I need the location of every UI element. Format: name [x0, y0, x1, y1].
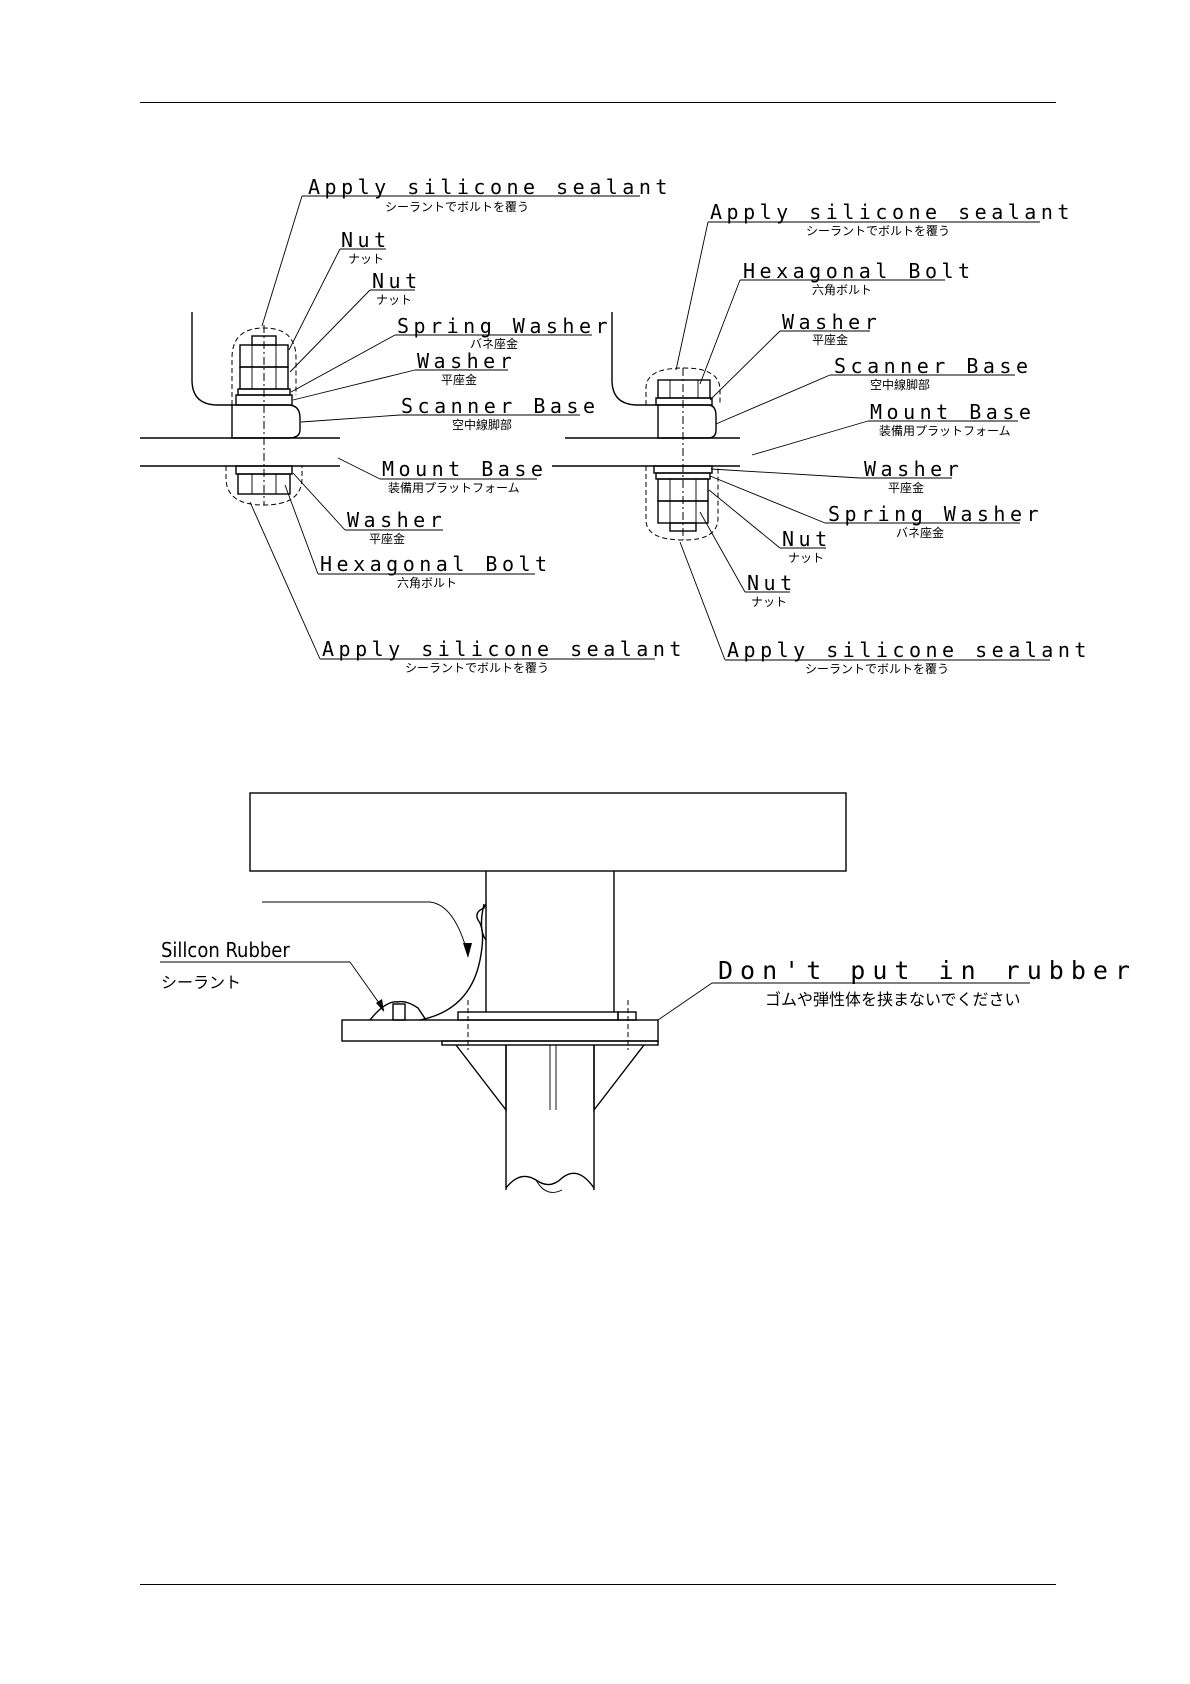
- left-hex-bolt-jp: 六角ボルト: [397, 576, 457, 590]
- silicon-rubber-label: Sillcon Rubber: [161, 938, 290, 962]
- right-mount-base-jp: 装備用プラットフォーム: [879, 423, 1011, 438]
- header-rule: [140, 102, 1056, 103]
- right-spring-washer-label: Spring Washer: [828, 502, 1043, 526]
- left-nut1-label: Nut: [341, 228, 391, 252]
- left-scanner-base-label: Scanner Base: [401, 394, 600, 418]
- right-nut1-label: Nut: [782, 527, 832, 551]
- left-top-sealant-label: Apply silicone sealant: [308, 175, 672, 199]
- right-scanner-base-label: Scanner Base: [834, 354, 1033, 378]
- left-scanner-base-jp: 空中線脚部: [452, 417, 512, 432]
- left-bottom-sealant-jp: シーラントでボルトを覆う: [405, 661, 549, 675]
- left-washer-top-label: Washer: [417, 349, 516, 373]
- left-bolt-detail: Apply silicone sealant シーラントでボルトを覆う Nut …: [140, 175, 686, 675]
- no-rubber-jp: ゴムや弾性体を挟まないでください: [765, 990, 1021, 1009]
- silicon-rubber-jp: シーラント: [161, 973, 241, 992]
- right-washer-top-jp: 平座金: [812, 332, 848, 347]
- left-mount-base-jp: 装備用プラットフォーム: [388, 480, 520, 495]
- right-nut1-jp: ナット: [788, 551, 824, 565]
- right-scanner-base-jp: 空中線脚部: [870, 377, 930, 392]
- footer-rule: [140, 1584, 1056, 1585]
- left-bottom-sealant-label: Apply silicone sealant: [322, 637, 686, 661]
- left-nut1-jp: ナット: [348, 252, 384, 266]
- right-hex-bolt-jp: 六角ボルト: [812, 283, 872, 297]
- right-mount-base-label: Mount Base: [870, 400, 1035, 424]
- left-spring-washer-jp: バネ座金: [470, 336, 518, 351]
- right-nut2-label: Nut: [747, 571, 797, 595]
- right-washer-bottom-label: Washer: [864, 457, 963, 481]
- left-washer-top-jp: 平座金: [441, 372, 477, 387]
- right-spring-washer-jp: バネ座金: [896, 525, 944, 540]
- right-bolt-detail: Apply silicone sealant シーラントでボルトを覆う Hexa…: [552, 200, 1091, 676]
- left-nut2-jp: ナット: [376, 293, 412, 307]
- left-washer-bottom-jp: 平座金: [369, 531, 405, 546]
- right-top-sealant-label: Apply silicone sealant: [710, 200, 1074, 224]
- left-washer-bottom-label: Washer: [347, 508, 446, 532]
- right-bottom-sealant-jp: シーラントでボルトを覆う: [805, 662, 949, 676]
- right-top-sealant-jp: シーラントでボルトを覆う: [806, 224, 950, 238]
- no-rubber-label: Don't put in rubber: [718, 956, 1137, 985]
- right-washer-top-label: Washer: [782, 310, 881, 334]
- left-top-sealant-jp: シーラントでボルトを覆う: [385, 200, 529, 214]
- right-bottom-sealant-label: Apply silicone sealant: [727, 638, 1091, 662]
- left-nut2-label: Nut: [372, 269, 422, 293]
- mast-mount-detail: Sillcon Rubber シーラント Don't put in rubber…: [160, 792, 1137, 1193]
- left-spring-washer-label: Spring Washer: [397, 314, 612, 338]
- right-nut2-jp: ナット: [751, 595, 787, 609]
- left-hex-bolt-label: Hexagonal Bolt: [320, 552, 552, 576]
- right-hex-bolt-label: Hexagonal Bolt: [743, 259, 975, 283]
- left-mount-base-label: Mount Base: [382, 457, 547, 481]
- right-washer-bottom-jp: 平座金: [888, 480, 924, 495]
